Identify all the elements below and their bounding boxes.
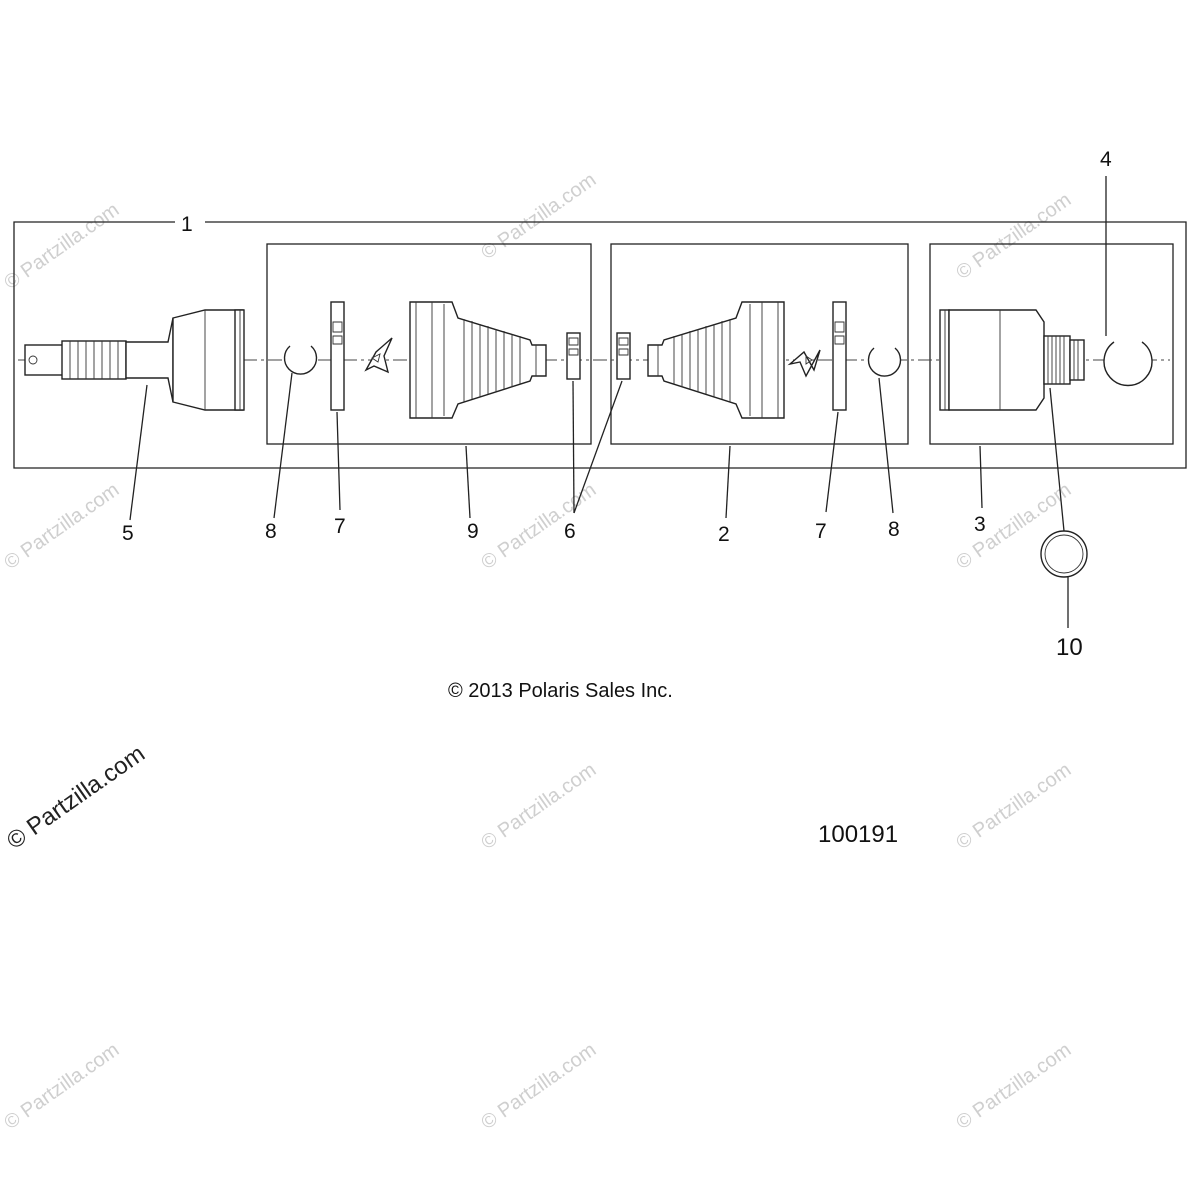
copyright-text: © 2013 Polaris Sales Inc. [448,680,673,702]
leader-3 [979,445,983,509]
watermark-dark: © Partzilla.com [2,740,150,855]
callout-2: 2 [718,523,730,546]
watermark-group: © Partzilla.com © Partzilla.com © Partzi… [0,169,1075,1134]
watermark: © Partzilla.com [952,1039,1075,1134]
outer-cv-joint [24,309,245,411]
leader-6b [573,380,623,514]
callout-1: 1 [181,213,193,236]
watermark: © Partzilla.com [477,1039,600,1134]
spline-stub [1043,335,1085,385]
leader-2 [725,445,731,519]
leader-7b [825,411,839,513]
watermark: © Partzilla.com [0,199,123,294]
grease-packet-right [787,349,821,378]
assembly-frame [13,221,1187,469]
watermark: © Partzilla.com [477,759,600,854]
ring-10 [1040,530,1088,578]
kit-box-9 [266,243,592,445]
small-clamp-right [616,332,631,380]
small-clamp-left [566,332,581,380]
leader-10a [1049,387,1065,532]
callout-10: 10 [1056,634,1083,661]
watermark: © Partzilla.com [0,479,123,574]
callout-5: 5 [122,522,134,545]
clamp-left [330,301,345,411]
leader-7a [336,411,341,511]
outer-boot [409,301,547,419]
circlip [1103,341,1153,387]
snap-ring-right [867,347,902,377]
callout-9: 9 [467,520,479,543]
leader-9 [465,445,471,519]
callout-6: 6 [564,520,576,543]
watermark: © Partzilla.com [477,169,600,264]
clamp-right [832,301,847,411]
inner-cv-housing [939,309,1045,411]
watermark: © Partzilla.com [952,759,1075,854]
callout-8b: 8 [888,518,900,541]
callout-7b: 7 [815,520,827,543]
leader-5 [129,384,148,521]
callout-7a: 7 [334,515,346,538]
leader-6a [572,380,575,514]
leader-8a [273,372,293,519]
callout-3: 3 [974,513,986,536]
figure-number: 100191 [818,821,898,848]
callout-8a: 8 [265,520,277,543]
watermark: © Partzilla.com [0,1039,123,1134]
kit-box-3 [929,243,1174,445]
inner-boot [647,301,785,419]
kit-box-2 [610,243,909,445]
snap-ring-left [283,345,318,375]
watermark: © Partzilla.com [952,189,1075,284]
leader-8b [878,377,894,514]
callout-4: 4 [1100,148,1112,171]
